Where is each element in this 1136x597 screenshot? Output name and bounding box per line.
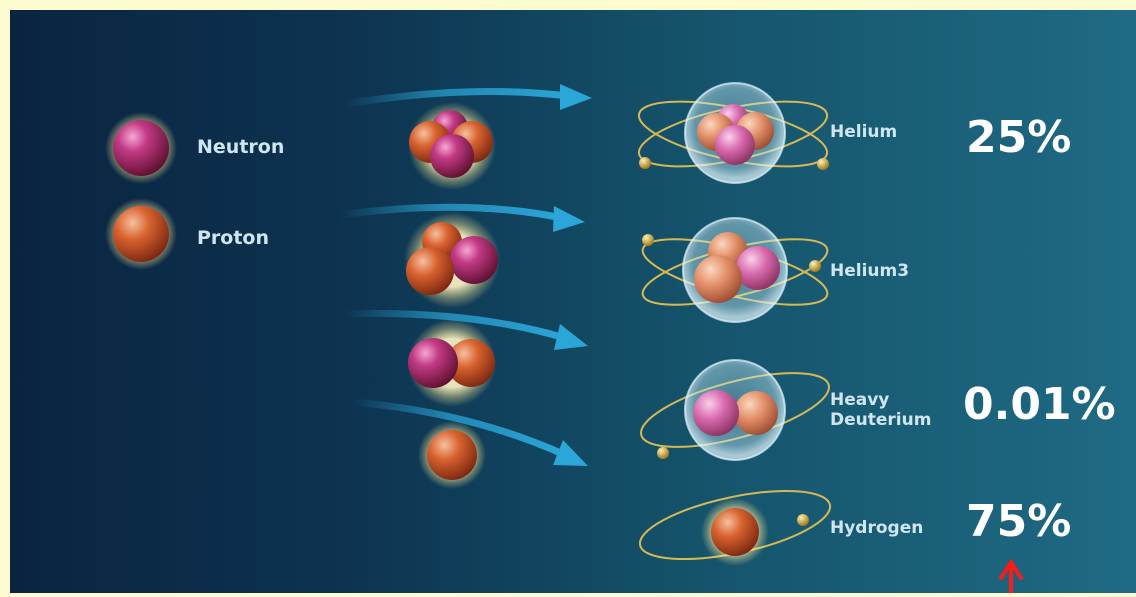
- curved-arrow-icon: [348, 398, 588, 466]
- atom-label-hydrogen: Hydrogen: [830, 518, 923, 538]
- electron: [809, 260, 821, 272]
- electron: [797, 514, 809, 526]
- percent-deuterium: 0.01%: [963, 379, 1116, 430]
- curved-arrow-icon: [341, 310, 588, 350]
- dark-panel: [10, 10, 1136, 593]
- atom-hydrogen: [638, 489, 832, 566]
- red-up-arrow-icon: [999, 560, 1023, 593]
- atom-helium3: [641, 217, 829, 323]
- atom-label-heavy: Heavy: [830, 390, 889, 410]
- atom-helium: [637, 82, 829, 184]
- electron: [657, 447, 669, 459]
- nucleus-hydrogen: [418, 421, 486, 489]
- curved-arrow-icon: [336, 203, 585, 232]
- curved-arrow-icon: [341, 84, 592, 110]
- legend-neutron-sphere: [113, 120, 169, 176]
- legend-neutron-label: Neutron: [197, 136, 284, 158]
- percent-helium: 25%: [966, 112, 1071, 163]
- legend: Neutron Proton: [105, 112, 284, 270]
- electron: [639, 157, 651, 169]
- nucleus-deuterium: [408, 319, 496, 407]
- electron: [642, 234, 654, 246]
- atom-deuterium: [640, 359, 830, 461]
- electron: [817, 158, 829, 170]
- atom-label-helium3: Helium3: [830, 261, 909, 281]
- nucleus-helium: [408, 102, 496, 190]
- nucleus-helium3: [404, 212, 500, 308]
- legend-proton-label: Proton: [197, 227, 269, 249]
- flow-arrows: [336, 84, 592, 466]
- atom-label-helium: Helium: [830, 122, 897, 142]
- percent-hydrogen: 75%: [966, 496, 1071, 547]
- atom-label-deuterium: Deuterium: [830, 410, 931, 430]
- legend-proton-sphere: [113, 206, 169, 262]
